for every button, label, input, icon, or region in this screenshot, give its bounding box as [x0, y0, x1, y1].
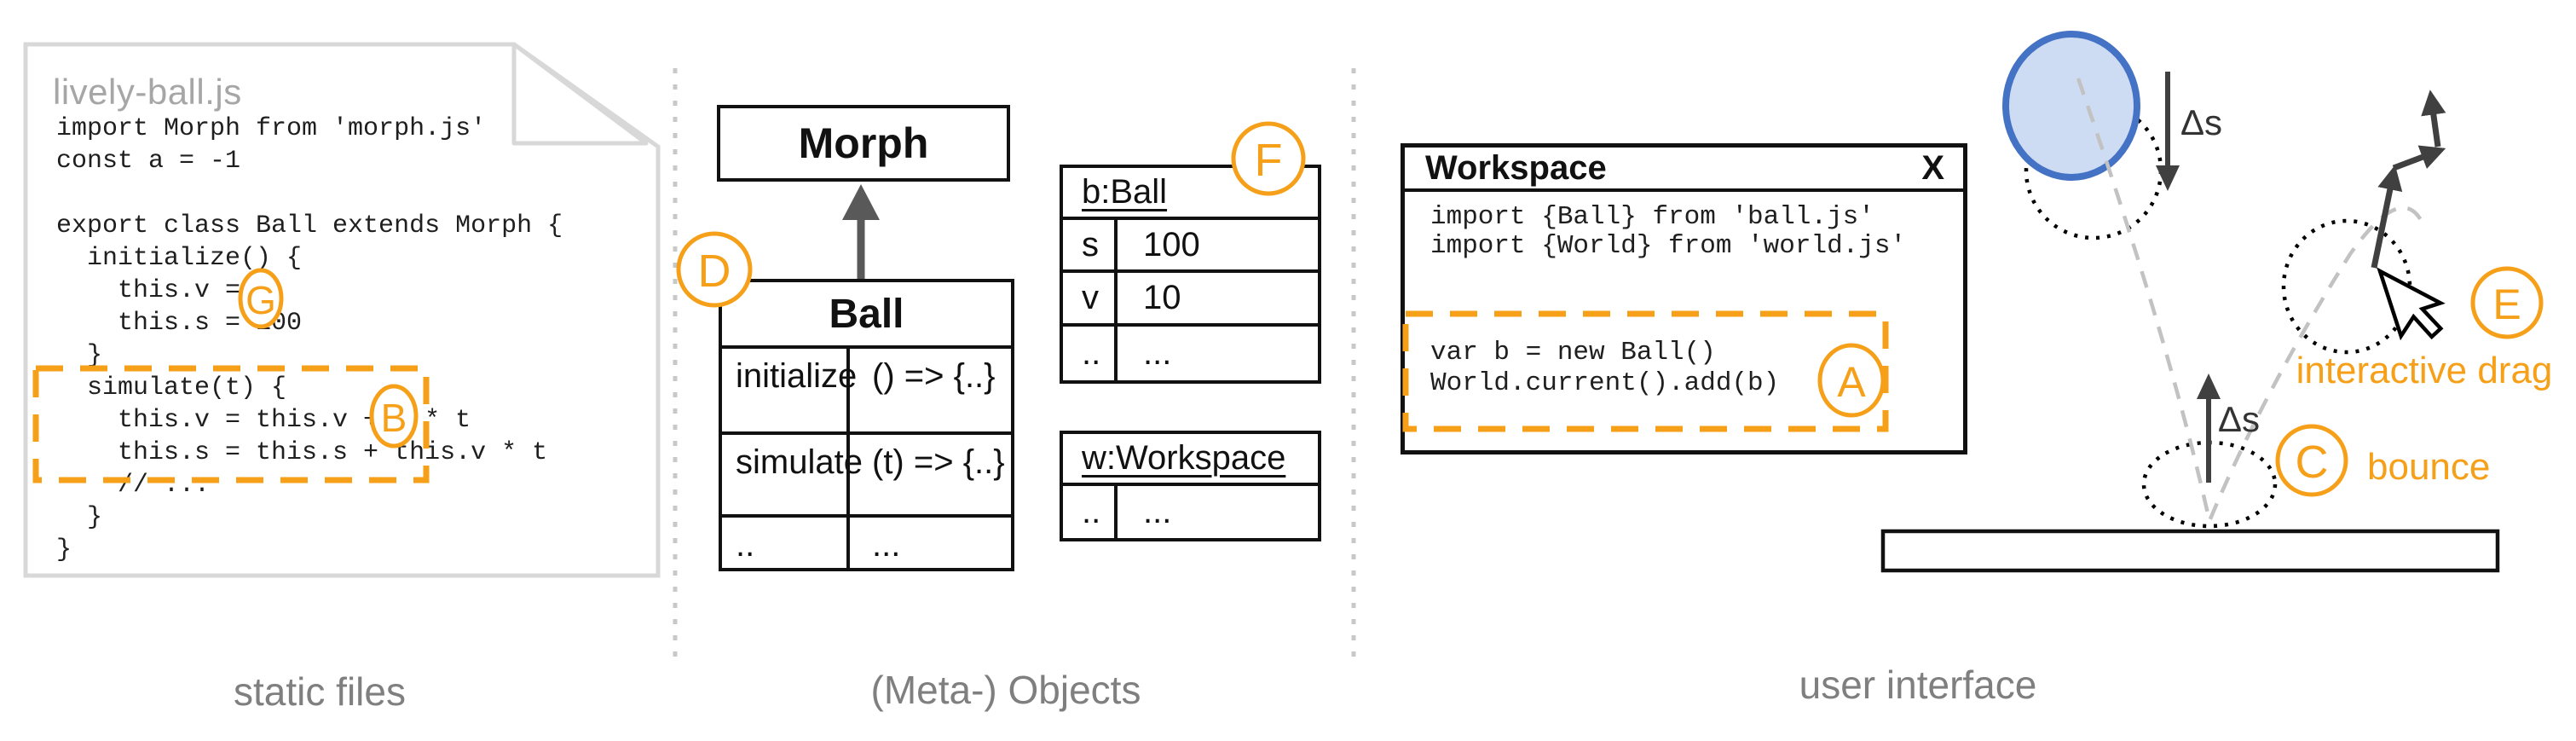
morph-class-box: Morph — [717, 105, 1010, 182]
file-name: lively-ball.js — [53, 72, 242, 112]
field-name-cell: s — [1063, 220, 1118, 269]
ghost-ball-top-circle — [2024, 101, 2163, 240]
ball-instance-title: b:Ball — [1082, 173, 1168, 211]
ghost-ball-drag-circle — [2281, 218, 2412, 355]
workspace-window-title: Workspace — [1425, 148, 1607, 187]
marker-letter-c: C — [2296, 437, 2329, 488]
trajectory-path — [2076, 78, 2425, 528]
marker-circle-e — [2470, 266, 2544, 339]
workspace-imports-code: import {Ball} from 'ball.js' import {Wor… — [1430, 202, 1907, 261]
marker-letter-e: E — [2492, 281, 2521, 328]
ball-shape — [2002, 31, 2140, 181]
table-row: v 10 — [1063, 273, 1318, 327]
table-row: s 100 — [1063, 220, 1318, 273]
table-row: initialize () => {..} — [722, 349, 1011, 435]
caption-meta-objects: (Meta-) Objects — [870, 668, 1141, 712]
marker-circle-c — [2275, 424, 2348, 497]
workspace-window: Workspace X — [1401, 143, 1967, 454]
delta-s-up-label: Δs — [2218, 399, 2260, 439]
close-button: X — [1921, 148, 1944, 187]
method-value-cell: (t) => {..} — [872, 443, 1005, 481]
workspace-eval-code: var b = new Ball() World.current().add(b… — [1430, 338, 1780, 398]
method-name-cell: initialize — [722, 349, 857, 431]
ball-class-title: Ball — [829, 291, 904, 337]
table-row: simulate (t) => {..} — [722, 435, 1011, 518]
caption-user-interface: user interface — [1799, 663, 2037, 707]
workspace-instance-header: w:Workspace — [1063, 434, 1318, 486]
drag-path-arrows — [2371, 90, 2446, 269]
method-value-cell: ... — [872, 526, 901, 564]
morph-class-title: Morph — [798, 119, 929, 167]
ground-shape — [1880, 529, 2500, 573]
table-row: .. ... — [722, 518, 1011, 568]
workspace-instance-title: w:Workspace — [1082, 439, 1286, 477]
method-value-cell: () => {..} — [872, 357, 996, 395]
field-name-cell: .. — [1063, 486, 1118, 538]
delta-s-down-arrow — [2156, 72, 2180, 191]
bounce-label: bounce — [2367, 446, 2490, 488]
delta-s-up-arrow — [2197, 373, 2221, 483]
workspace-titlebar: Workspace X — [1405, 148, 1963, 192]
delta-s-down-label: Δs — [2180, 102, 2222, 142]
field-value-cell: 100 — [1143, 225, 1200, 263]
workspace-instance-box: w:Workspace .. ... — [1060, 431, 1321, 541]
field-name-cell: .. — [1063, 327, 1118, 380]
table-row: .. ... — [1063, 486, 1318, 538]
table-row: .. ... — [1063, 327, 1318, 380]
ball-class-box: Ball initialize () => {..} simulate (t) … — [719, 279, 1014, 571]
ball-instance-box: b:Ball s 100 v 10 .. ... — [1060, 165, 1321, 384]
field-name-cell: v — [1063, 273, 1118, 323]
cursor-icon — [2377, 267, 2446, 341]
inheritance-arrow-icon — [842, 184, 880, 279]
method-name-cell: .. — [722, 518, 850, 568]
ball-instance-header: b:Ball — [1063, 168, 1318, 220]
file-code: import Morph from 'morph.js' const a = -… — [56, 114, 563, 564]
interactive-drag-label: interactive drag — [2296, 350, 2553, 391]
ball-class-header: Ball — [722, 282, 1011, 349]
field-value-cell: 10 — [1143, 279, 1181, 316]
field-value-cell: ... — [1143, 334, 1172, 372]
caption-static-files: static files — [234, 669, 406, 714]
method-name-cell: simulate — [722, 435, 863, 514]
ghost-ball-bounce-circle — [2141, 440, 2278, 529]
field-value-cell: ... — [1143, 493, 1172, 530]
